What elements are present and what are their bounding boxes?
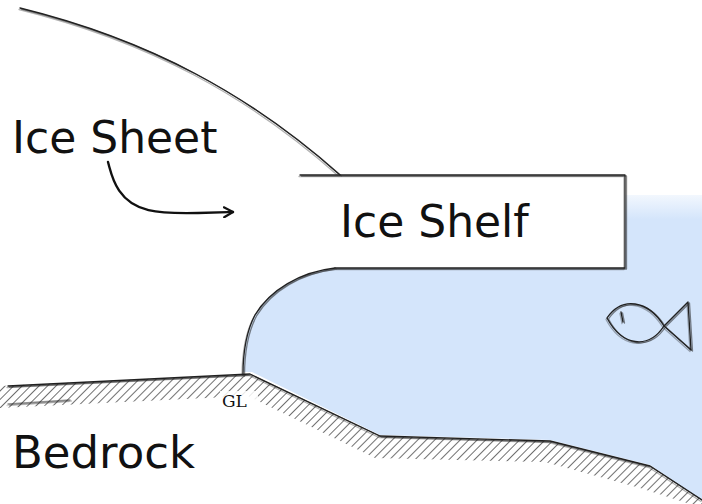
bedrock-surface [8,374,702,500]
grounding-line-label: GL [222,393,247,410]
node-title: Ice Shelf [340,200,529,244]
node-title: Ice Sheet [12,116,217,160]
region-label: Bedrock [12,430,195,475]
ice-shelf-box: Ice Shelf [237,175,625,268]
ice-shelf-outline [300,175,625,268]
bedrock-hatch [0,374,702,504]
gl-backdrop [220,391,258,414]
ice-body [0,8,625,380]
flow-arrow [108,162,233,213]
ice-sheet-region: Ice Sheet [8,108,258,168]
